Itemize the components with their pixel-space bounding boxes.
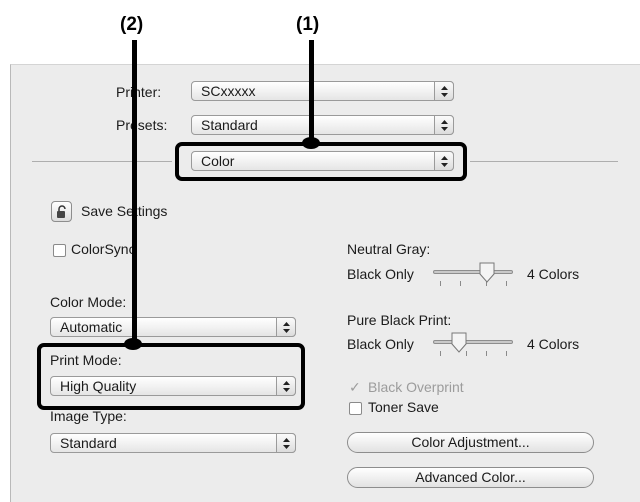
- print-mode-select[interactable]: High Quality: [50, 376, 296, 396]
- colorsync-label: ColorSync: [71, 241, 136, 257]
- save-settings-button[interactable]: [51, 201, 72, 222]
- slider-tick: [486, 351, 487, 356]
- updown-arrows-icon: [434, 81, 454, 101]
- callout-2: (2): [120, 14, 144, 35]
- color-mode-label: Color Mode:: [50, 294, 127, 310]
- neutral-gray-slider-track[interactable]: [433, 270, 513, 274]
- neutral-gray-max-label: 4 Colors: [527, 266, 580, 282]
- neutral-gray-min-label: Black Only: [347, 266, 414, 282]
- slider-tick: [466, 351, 467, 356]
- presets-value: Standard: [201, 117, 258, 133]
- color-adjustment-button[interactable]: Color Adjustment...: [347, 432, 594, 453]
- slider-tick: [506, 351, 507, 356]
- callout-2-leader-line: [132, 40, 137, 344]
- callout-1-highlight: [175, 142, 467, 181]
- pure-black-slider-thumb[interactable]: [451, 332, 467, 354]
- separator-right: [470, 161, 618, 162]
- black-overprint-label: Black Overprint: [368, 379, 464, 395]
- save-settings-label: Save Settings: [81, 203, 168, 219]
- updown-arrows-icon: [276, 433, 296, 453]
- updown-arrows-icon: [434, 151, 454, 171]
- pure-black-min-label: Black Only: [347, 336, 414, 352]
- callout-1-leader-line: [309, 40, 314, 142]
- slider-tick: [460, 281, 461, 286]
- printer-value: SCxxxxx: [201, 83, 256, 99]
- neutral-gray-label: Neutral Gray:: [347, 241, 431, 257]
- updown-arrows-icon: [276, 376, 296, 396]
- panel-select[interactable]: Color: [191, 151, 454, 171]
- separator-left: [32, 161, 172, 162]
- toner-save-label: Toner Save: [368, 399, 439, 415]
- lock-icon: [57, 205, 66, 218]
- callout-2-highlight: [37, 343, 305, 410]
- printer-label: Printer:: [116, 84, 162, 100]
- pure-black-label: Pure Black Print:: [347, 312, 452, 328]
- image-type-label: Image Type:: [50, 408, 127, 424]
- callout-1-leader-dot: [302, 137, 320, 149]
- presets-label: Presets:: [116, 117, 168, 133]
- pure-black-max-label: 4 Colors: [527, 336, 580, 352]
- callout-1: (1): [296, 14, 320, 35]
- toner-save-checkbox[interactable]: [349, 402, 362, 415]
- advanced-color-button[interactable]: Advanced Color...: [347, 467, 594, 488]
- presets-select[interactable]: Standard: [191, 115, 454, 135]
- colorsync-checkbox[interactable]: [53, 244, 66, 257]
- slider-tick: [506, 281, 507, 286]
- black-overprint-checkmark-icon[interactable]: ✓: [349, 379, 361, 395]
- image-type-value: Standard: [60, 435, 117, 451]
- printer-select[interactable]: SCxxxxx: [191, 81, 454, 101]
- neutral-gray-slider-thumb[interactable]: [479, 262, 495, 284]
- slider-tick: [486, 281, 487, 286]
- updown-arrows-icon: [434, 115, 454, 135]
- pure-black-slider-track[interactable]: [433, 340, 513, 344]
- panel-value: Color: [201, 153, 235, 169]
- updown-arrows-icon: [276, 317, 296, 337]
- print-dialog-panel: [10, 64, 640, 502]
- color-mode-value: Automatic: [60, 319, 123, 335]
- slider-tick: [440, 351, 441, 356]
- print-mode-label: Print Mode:: [50, 352, 122, 368]
- callout-2-leader-dot: [124, 338, 142, 350]
- color-mode-select[interactable]: Automatic: [50, 317, 296, 337]
- print-mode-value: High Quality: [60, 378, 137, 394]
- slider-tick: [440, 281, 441, 286]
- image-type-select[interactable]: Standard: [50, 433, 296, 453]
